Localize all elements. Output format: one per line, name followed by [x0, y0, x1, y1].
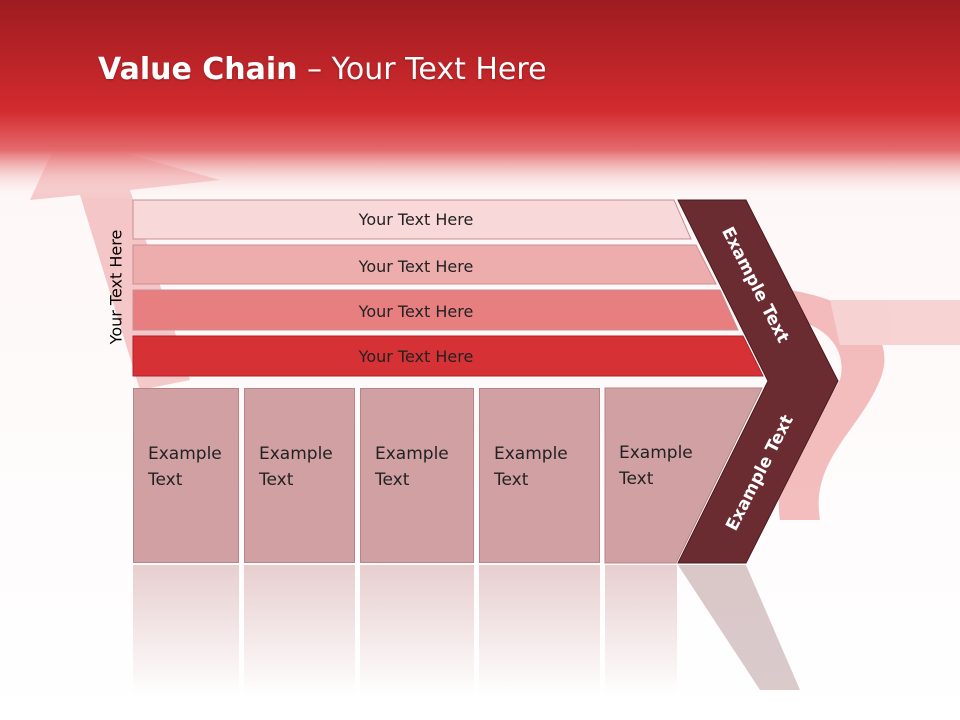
band-4-label: Your Text Here [358, 347, 474, 366]
column-3-line2: Text [375, 470, 410, 490]
column-5-reflection [605, 565, 677, 695]
column-4-reflection [479, 565, 600, 695]
column-4-text: Example Text [494, 441, 568, 493]
reflection-fill [133, 565, 239, 695]
column-5-line2: Text [619, 469, 654, 489]
column-2-line1: Example [259, 444, 333, 464]
reflection-fill [479, 565, 600, 695]
reflection-fill [605, 565, 677, 695]
column-5-text: Example Text [619, 440, 693, 492]
column-2-text: Example Text [259, 441, 333, 493]
column-1-reflection [133, 565, 239, 695]
column-3: Example Text [360, 388, 474, 563]
title-rest: – Your Text Here [297, 52, 547, 87]
column-3-text: Example Text [375, 441, 449, 493]
column-1: Example Text [133, 388, 239, 563]
column-5-shape [604, 387, 763, 564]
column-2-reflection [244, 565, 355, 695]
column-2: Example Text [244, 388, 355, 563]
band-1: Your Text Here [132, 199, 692, 240]
title-bold: Value Chain [98, 52, 298, 87]
band-3-label: Your Text Here [358, 302, 474, 321]
column-1-text: Example Text [148, 441, 222, 493]
column-5-line1: Example [619, 443, 693, 463]
decor-arrow-right [778, 290, 960, 520]
column-2-line2: Text [259, 470, 294, 490]
column-1-line1: Example [148, 444, 222, 464]
column-4-line1: Example [494, 444, 568, 464]
band-3: Your Text Here [132, 289, 739, 331]
band-2-label: Your Text Here [358, 257, 474, 276]
chevron-reflection [678, 565, 800, 690]
column-1-line2: Text [148, 470, 183, 490]
reflection-fill [244, 565, 355, 695]
band-1-label: Your Text Here [358, 210, 474, 229]
column-4-line2: Text [494, 470, 529, 490]
band-4: Your Text Here [132, 335, 764, 377]
page-title: Value Chain – Your Text Here [98, 52, 547, 87]
band-2: Your Text Here [132, 244, 717, 285]
column-3-line1: Example [375, 444, 449, 464]
column-5: Example Text [605, 388, 725, 563]
column-4: Example Text [479, 388, 600, 563]
column-3-reflection [360, 565, 474, 695]
reflection-fill [360, 565, 474, 695]
